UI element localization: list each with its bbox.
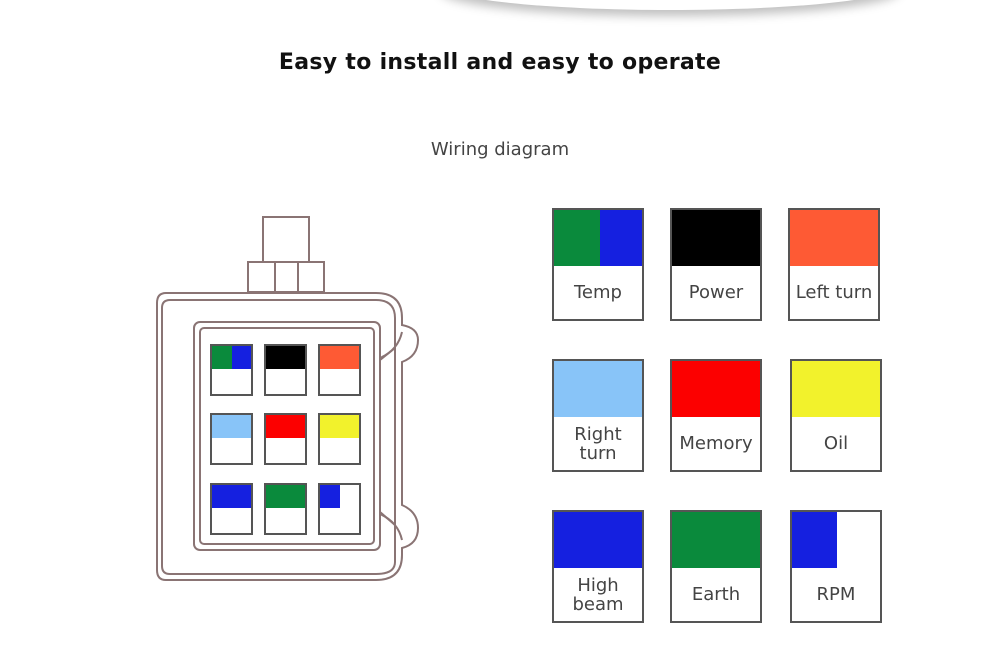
temp-color-swatch: [554, 210, 642, 266]
legend-label: Power: [688, 282, 744, 303]
rpm-color-swatch: [792, 512, 880, 568]
legend-label: High beam: [572, 574, 624, 615]
pin-earth: [264, 483, 307, 535]
pin-rpm: [318, 483, 361, 535]
pin-left-turn: [318, 344, 361, 396]
oil-color-swatch: [792, 361, 880, 417]
legend-label: Right turn: [574, 423, 622, 464]
legend-item-temp: Temp: [552, 208, 644, 321]
legend-item-earth: Earth: [670, 510, 762, 623]
earth-color-swatch: [672, 512, 760, 568]
pin-power: [264, 344, 307, 396]
legend-item-power: Power: [670, 208, 762, 321]
high-beam-color-swatch: [554, 512, 642, 568]
right-turn-color-swatch: [554, 361, 642, 417]
legend-item-left-turn: Left turn: [788, 208, 880, 321]
pin-oil: [318, 413, 361, 465]
legend-label: Temp: [574, 282, 622, 303]
pin-right-turn: [210, 413, 253, 465]
diagram-subtitle: Wiring diagram: [430, 139, 570, 160]
legend-item-high-beam: High beam: [552, 510, 644, 623]
legend-item-rpm: RPM: [790, 510, 882, 623]
legend-label: Left turn: [795, 282, 873, 303]
page-title: Easy to install and easy to operate: [278, 50, 722, 75]
legend-item-memory: Memory: [670, 359, 762, 472]
pin-temp: [210, 344, 253, 396]
memory-color-swatch: [672, 361, 760, 417]
connector-plug-icon: [156, 216, 420, 581]
pin-high-beam: [210, 483, 253, 535]
legend-item-right-turn: Right turn: [552, 359, 644, 472]
legend-label: Earth: [691, 584, 741, 605]
top-shadow-decoration: [440, 0, 900, 10]
pin-memory: [264, 413, 307, 465]
legend-label: RPM: [816, 584, 856, 605]
legend-item-oil: Oil: [790, 359, 882, 472]
legend-label: Memory: [679, 433, 753, 454]
legend-label: Oil: [823, 433, 849, 454]
connector-pin-grid: [210, 344, 361, 535]
power-color-swatch: [672, 210, 760, 266]
left-turn-color-swatch: [790, 210, 878, 266]
